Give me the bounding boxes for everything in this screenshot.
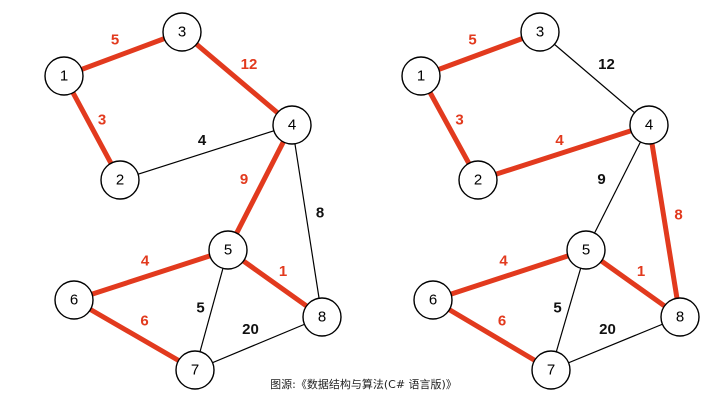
edge-weight-left-2-4: 4 [198, 132, 207, 149]
node-left-7 [175, 350, 215, 390]
edge-left-4-8 [291, 124, 323, 318]
node-label-right-8: 8 [676, 309, 684, 326]
edge-left-5-6 [71, 247, 231, 303]
edge-left-1-3 [61, 29, 185, 79]
node-left-1 [44, 56, 84, 96]
node-right-5 [566, 230, 606, 270]
edge-weight-left-6-7: 6 [140, 313, 148, 330]
node-right-8 [660, 297, 700, 337]
edge-weight-right-3-4: 12 [598, 56, 615, 73]
edge-left-6-7 [71, 297, 198, 373]
node-label-right-4: 4 [645, 117, 653, 134]
edge-right-1-3 [418, 29, 543, 79]
node-label-right-6: 6 [429, 292, 437, 309]
edge-weight-right-5-6: 4 [499, 253, 508, 270]
edge-right-5-6 [430, 247, 589, 303]
node-label-right-1: 1 [417, 68, 425, 85]
node-label-left-6: 6 [70, 292, 78, 309]
edge-weight-left-7-8: 20 [242, 321, 259, 338]
edge-weight-right-6-7: 6 [498, 313, 506, 330]
edge-weight-right-4-5: 9 [597, 171, 605, 188]
edge-weight-left-1-3: 5 [111, 32, 119, 49]
edge-left-4-5 [225, 122, 295, 253]
edge-left-3-4 [179, 29, 295, 128]
node-right-3 [520, 12, 560, 52]
node-label-left-1: 1 [60, 68, 68, 85]
node-label-left-3: 3 [178, 24, 186, 41]
figure-caption: 图源:《数据结构与算法(C# 语言版)》 [270, 378, 457, 391]
node-right-6 [413, 280, 453, 320]
node-right-1 [401, 56, 441, 96]
edge-right-2-4 [475, 122, 652, 183]
node-label-right-5: 5 [582, 242, 590, 259]
edge-weight-left-4-5: 9 [240, 171, 248, 188]
node-left-8 [302, 297, 342, 337]
node-left-6 [54, 280, 94, 320]
edge-right-5-7 [550, 249, 587, 371]
edge-left-2-4 [119, 124, 293, 181]
edge-right-4-5 [585, 124, 650, 251]
edge-left-5-7 [194, 249, 229, 371]
node-right-7 [531, 350, 571, 390]
node-label-right-3: 3 [536, 24, 544, 41]
edge-weight-left-5-8: 1 [279, 263, 287, 280]
edge-weight-left-5-7: 5 [196, 300, 204, 317]
edge-weight-left-4-8: 8 [316, 205, 324, 222]
edge-right-4-8 [646, 122, 683, 320]
edge-weight-right-1-2: 3 [455, 112, 463, 129]
node-label-right-2: 2 [474, 172, 482, 189]
node-label-right-7: 7 [547, 362, 555, 379]
edge-weight-right-1-3: 5 [468, 32, 476, 49]
edge-weight-right-2-4: 4 [555, 132, 564, 149]
node-label-left-5: 5 [224, 242, 232, 259]
node-right-4 [629, 105, 669, 145]
edge-weight-right-5-7: 5 [553, 300, 561, 317]
edge-weight-right-5-8: 1 [637, 263, 645, 280]
node-left-4 [272, 105, 312, 145]
node-label-left-2: 2 [116, 172, 124, 189]
edge-right-7-8 [550, 316, 681, 371]
edge-right-6-7 [430, 297, 554, 373]
edge-weight-left-1-2: 3 [98, 112, 106, 129]
edge-right-1-2 [418, 73, 481, 183]
node-left-2 [100, 160, 140, 200]
node-left-5 [208, 230, 248, 270]
node-label-left-8: 8 [318, 309, 326, 326]
node-left-3 [162, 12, 202, 52]
node-right-2 [458, 160, 498, 200]
edge-left-7-8 [194, 316, 323, 371]
edge-right-3-4 [539, 31, 650, 126]
edge-weight-left-5-6: 4 [141, 253, 150, 270]
node-label-left-7: 7 [191, 362, 199, 379]
edge-weight-right-4-8: 8 [674, 207, 682, 224]
edge-weight-right-7-8: 20 [599, 321, 616, 338]
edge-weight-left-3-4: 12 [241, 56, 258, 73]
node-label-left-4: 4 [288, 117, 296, 134]
